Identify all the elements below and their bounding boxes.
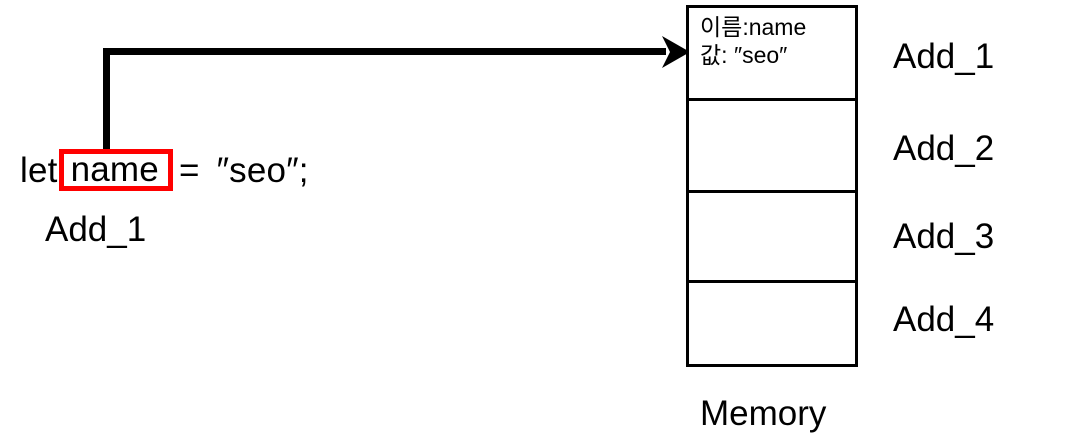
memory-cell-3[interactable]	[689, 190, 855, 280]
memory-table: 이름:name 값: ″seo″	[686, 5, 858, 367]
address-label-4: Add_4	[893, 300, 995, 339]
memory-cell-2-content	[689, 101, 855, 106]
memory-cell-1-name: 이름:name	[700, 14, 807, 40]
code-keyword: let	[20, 150, 58, 190]
memory-cell-1-value: 값: ″seo″	[700, 42, 788, 69]
code-statement: let name = ″seo″;	[20, 148, 309, 192]
address-label-1: Add_1	[893, 37, 995, 76]
code-address-label: Add_1	[45, 210, 147, 249]
memory-cell-4-content	[689, 283, 855, 288]
address-label-3: Add_3	[893, 217, 995, 256]
memory-cell-1-content: 이름:name 값: ″seo″	[689, 8, 855, 69]
memory-cell-1[interactable]: 이름:name 값: ″seo″	[689, 8, 855, 98]
memory-cell-4[interactable]	[689, 280, 855, 364]
address-label-2: Add_2	[893, 129, 995, 168]
memory-cell-3-content	[689, 193, 855, 198]
highlighted-variable-box[interactable]: name	[58, 149, 173, 191]
memory-cell-2[interactable]	[689, 98, 855, 190]
code-operator: =	[178, 150, 200, 190]
code-variable: name	[70, 149, 159, 189]
memory-caption: Memory	[700, 394, 827, 433]
code-value: ″seo″;	[216, 150, 309, 190]
